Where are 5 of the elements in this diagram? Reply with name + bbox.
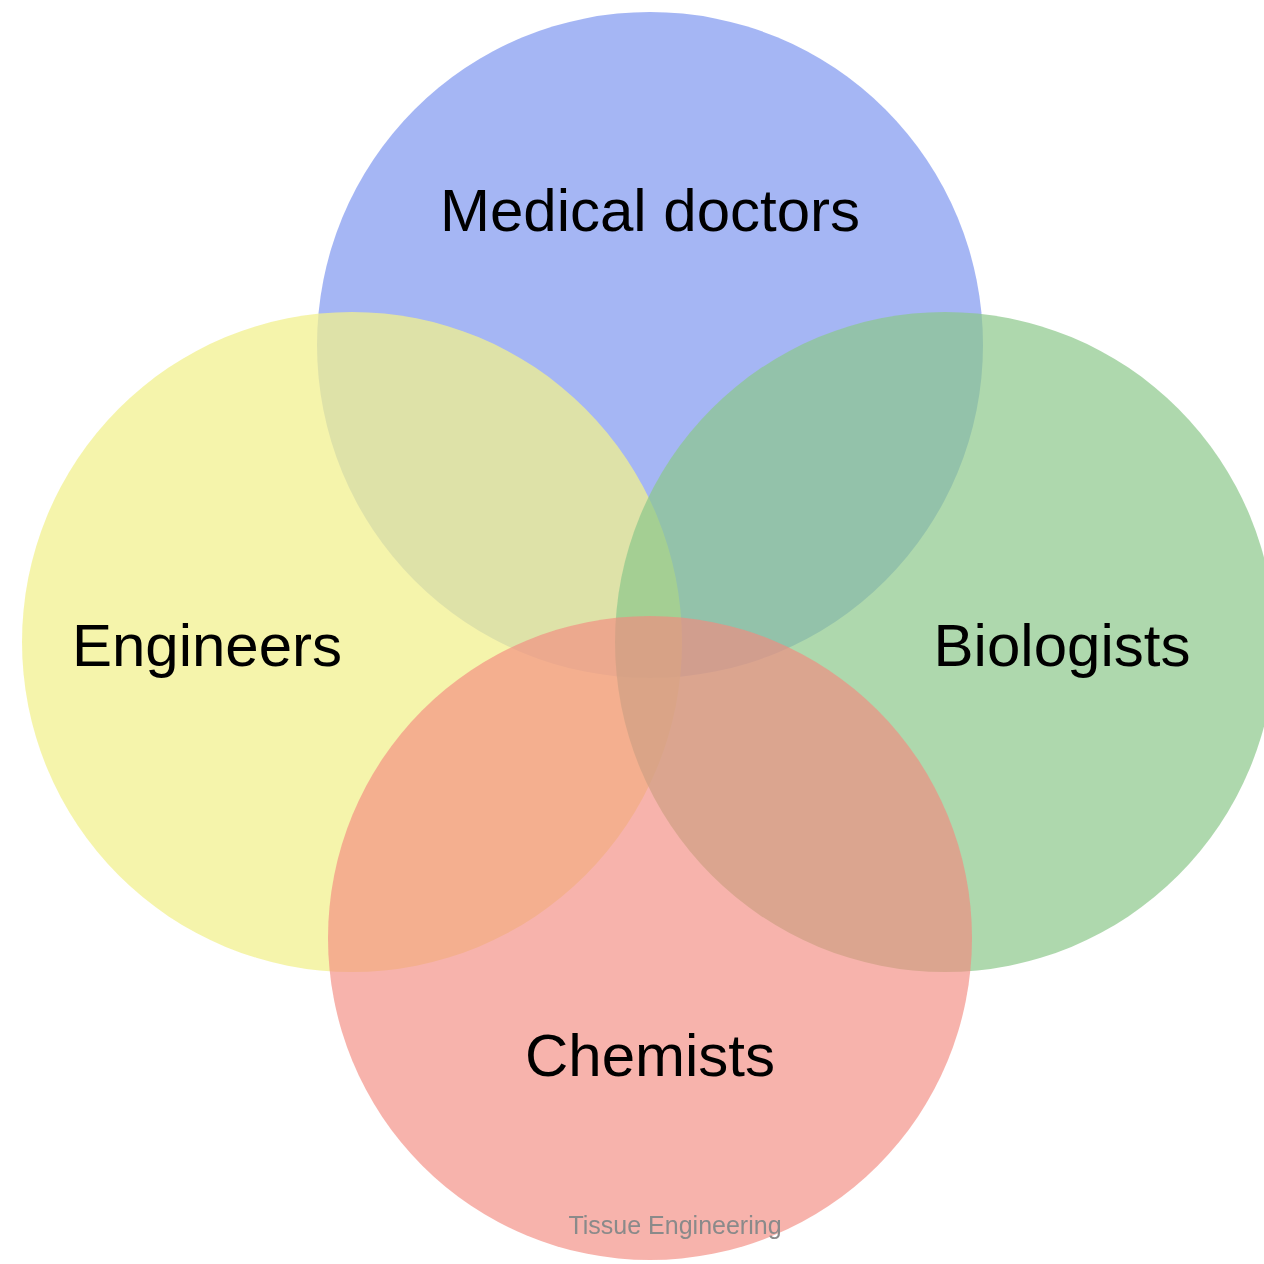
circle-label: Engineers (71, 610, 343, 680)
circle-label: Biologists (933, 610, 1191, 680)
footer-text: Tissue Engineering (568, 1210, 782, 1240)
circle-label: Chemists (524, 1020, 776, 1090)
circle-label: Medical doctors (439, 175, 861, 245)
